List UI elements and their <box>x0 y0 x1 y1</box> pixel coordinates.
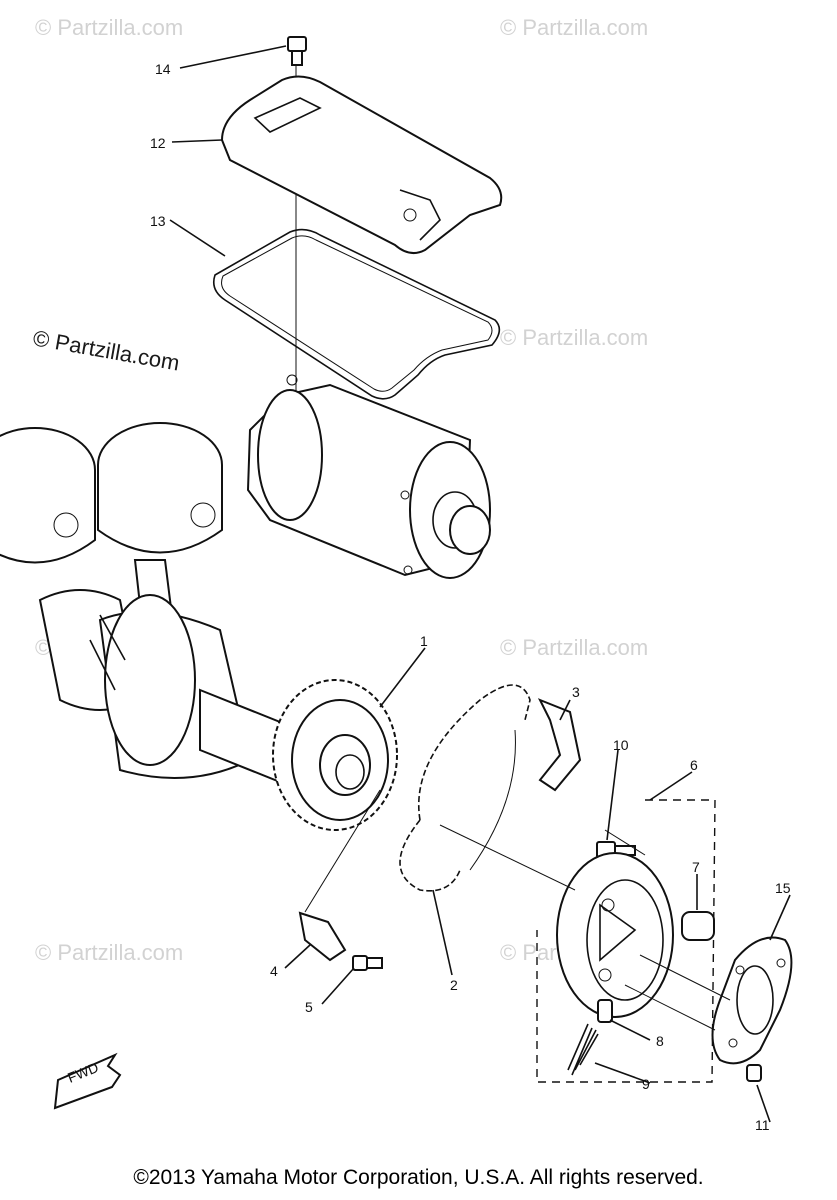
callout-2: 2 <box>450 977 458 993</box>
callout-1: 1 <box>420 633 428 649</box>
callout-3: 3 <box>572 684 580 700</box>
callout-12: 12 <box>150 135 166 151</box>
part-12-starter-cover <box>220 75 503 255</box>
copyright-footer: ©2013 Yamaha Motor Corporation, U.S.A. A… <box>133 1166 704 1189</box>
part-4-bracket <box>298 911 347 962</box>
callout-4: 4 <box>270 963 278 979</box>
callout-5: 5 <box>305 999 313 1015</box>
part-7-roller <box>681 911 715 941</box>
part-3-chain-guide <box>537 698 582 792</box>
callout-13: 13 <box>150 213 166 229</box>
callout-8: 8 <box>656 1033 664 1049</box>
callout-14: 14 <box>155 61 171 77</box>
callout-7: 7 <box>692 859 700 875</box>
part-9-spring <box>567 1023 599 1076</box>
watermark: © Partzilla.com <box>35 940 183 965</box>
part-11-bolt <box>746 1064 762 1082</box>
part-1-sprocket <box>272 679 398 831</box>
starter-motor <box>246 374 491 579</box>
part-14-bolt <box>287 36 307 66</box>
part-13-gasket <box>212 228 501 400</box>
watermark: © Partzilla.com <box>35 15 183 40</box>
watermark-dark: © Partzilla.com <box>31 325 181 375</box>
callout-15: 15 <box>775 880 791 896</box>
engine-crankshaft <box>0 422 314 793</box>
fwd-arrow-icon: FWD <box>53 1052 122 1110</box>
watermark: © Partzilla.com <box>500 325 648 350</box>
watermark: © Partzilla.com <box>500 15 648 40</box>
watermark: © Partzilla.com <box>500 635 648 660</box>
part-2-chain <box>399 684 531 892</box>
callout-9: 9 <box>642 1076 650 1092</box>
part-15-plate <box>711 936 793 1065</box>
callout-10: 10 <box>613 737 629 753</box>
callout-6: 6 <box>690 757 698 773</box>
part-5-bolt <box>352 955 383 971</box>
part-6-starter-clutch <box>536 799 716 1083</box>
callout-11: 11 <box>755 1117 770 1133</box>
part-8-plunger <box>597 999 613 1023</box>
